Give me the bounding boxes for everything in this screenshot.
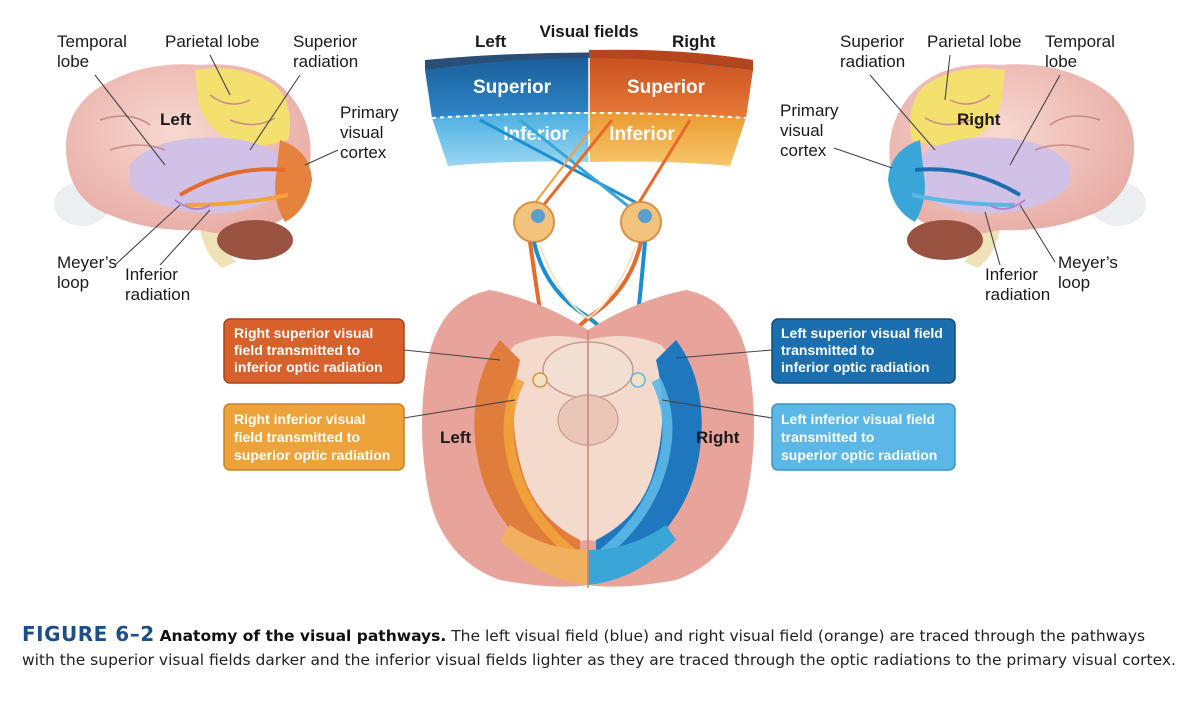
left-superior-field-label: Superior xyxy=(473,77,552,98)
right-optic-radiation xyxy=(596,340,702,575)
svg-text:superior optic radiation: superior optic radiation xyxy=(234,447,390,463)
figure-caption: FIGURE 6–2 Anatomy of the visual pathway… xyxy=(22,622,1182,672)
left-primary-visual-cortex-label-2: visual xyxy=(340,123,383,142)
right-superior-radiation-label-2: radiation xyxy=(840,52,905,71)
right-inferior-radiation-label-1: Inferior xyxy=(985,265,1038,284)
svg-text:field transmitted to: field transmitted to xyxy=(234,342,360,358)
right-primary-visual-cortex-label-1: Primary xyxy=(780,101,839,120)
callout-right-superior: Right superior visual field transmitted … xyxy=(223,318,501,384)
left-superior-radiation-label-1: Superior xyxy=(293,32,358,51)
bottom-view-left-label: Left xyxy=(440,428,472,447)
visual-fields-left-label: Left xyxy=(475,32,507,51)
right-temporal-lobe-label-2: lobe xyxy=(1045,52,1077,71)
right-brain-illustration xyxy=(888,64,1146,268)
right-primary-visual-cortex-label-2: visual xyxy=(780,121,823,140)
right-cerebellum xyxy=(907,220,983,260)
svg-text:field transmitted to: field transmitted to xyxy=(234,429,360,445)
right-primary-visual-cortex-label-3: cortex xyxy=(780,141,827,160)
svg-text:Left superior visual field: Left superior visual field xyxy=(781,325,943,341)
left-primary-visual-cortex-label-1: Primary xyxy=(340,103,399,122)
visual-pathways-figure: Temporal lobe Parietal lobe Superior rad… xyxy=(54,22,1146,588)
left-superior-radiation-label-2: radiation xyxy=(293,52,358,71)
left-occipital-cortex xyxy=(275,140,312,222)
eyes xyxy=(513,201,662,243)
svg-text:Right inferior visual: Right inferior visual xyxy=(234,411,365,427)
svg-text:transmitted to: transmitted to xyxy=(781,429,874,445)
right-superior-radiation-label-1: Superior xyxy=(840,32,905,51)
svg-text:Left inferior visual field: Left inferior visual field xyxy=(781,411,935,427)
right-superior-field xyxy=(589,58,753,118)
left-inferior-radiation-label-1: Inferior xyxy=(125,265,178,284)
right-parietal-lobe-label: Parietal lobe xyxy=(927,32,1022,51)
visual-fields-banner: Visual fields Left Right Superior Superi… xyxy=(425,22,753,166)
svg-text:inferior optic radiation: inferior optic radiation xyxy=(781,359,930,375)
visual-fields-title: Visual fields xyxy=(540,22,639,41)
left-temporal-lobe-label-2: lobe xyxy=(57,52,89,71)
right-brain-hemisphere-label: Right xyxy=(957,110,1001,129)
left-inferior-radiation-label-2: radiation xyxy=(125,285,190,304)
figure-title: Anatomy of the visual pathways. xyxy=(159,627,447,645)
left-primary-visual-cortex-label-3: cortex xyxy=(340,143,387,162)
figure-caption-text: The left visual field (blue) and right v… xyxy=(22,627,1176,669)
svg-text:Right superior visual: Right superior visual xyxy=(234,325,373,341)
left-meyers-loop-label-1: Meyer’s xyxy=(57,253,117,272)
right-occipital-cortex xyxy=(888,140,925,222)
left-brain-hemisphere-label: Left xyxy=(160,110,192,129)
right-temporal-lobe-label-1: Temporal xyxy=(1045,32,1115,51)
left-meyers-loop-label-2: loop xyxy=(57,273,89,292)
right-meyers-loop-label-1: Meyer’s xyxy=(1058,253,1118,272)
right-meyers-loop-label-2: loop xyxy=(1058,273,1090,292)
right-inferior-radiation-label-2: radiation xyxy=(985,285,1050,304)
callout-right-inferior: Right inferior visual field transmitted … xyxy=(223,399,516,471)
callout-left-superior: Left superior visual field transmitted t… xyxy=(675,318,956,384)
callout-left-inferior: Left inferior visual field transmitted t… xyxy=(661,399,956,471)
left-inferior-field xyxy=(432,112,589,166)
right-inferior-field-label: Inferior xyxy=(609,124,675,145)
svg-text:superior optic radiation: superior optic radiation xyxy=(781,447,937,463)
left-brain-labels: Temporal lobe Parietal lobe Superior rad… xyxy=(57,32,399,304)
right-parietal-lobe xyxy=(909,68,1005,145)
left-temporal-lobe-region xyxy=(130,137,282,214)
svg-text:inferior optic radiation: inferior optic radiation xyxy=(234,359,383,375)
left-superior-field xyxy=(425,58,589,118)
right-superior-field-label: Superior xyxy=(627,77,706,98)
left-parietal-lobe-label: Parietal lobe xyxy=(165,32,260,51)
left-optic-radiation xyxy=(474,340,580,575)
right-eye xyxy=(620,201,662,243)
inferior-brain-view: Left Right xyxy=(421,290,755,588)
right-brain-labels: Superior radiation Parietal lobe Tempora… xyxy=(780,32,1118,304)
left-temporal-lobe-label-1: Temporal xyxy=(57,32,127,51)
right-inferior-field xyxy=(589,112,746,166)
left-cerebellum xyxy=(217,220,293,260)
left-brain-illustration xyxy=(54,64,312,268)
bottom-view-right-label: Right xyxy=(696,428,740,447)
svg-text:transmitted to: transmitted to xyxy=(781,342,874,358)
right-temporal-lobe-region xyxy=(918,137,1070,214)
visual-fields-right-label: Right xyxy=(672,32,716,51)
figure-number: FIGURE 6–2 xyxy=(22,622,155,646)
left-eye xyxy=(513,201,555,243)
